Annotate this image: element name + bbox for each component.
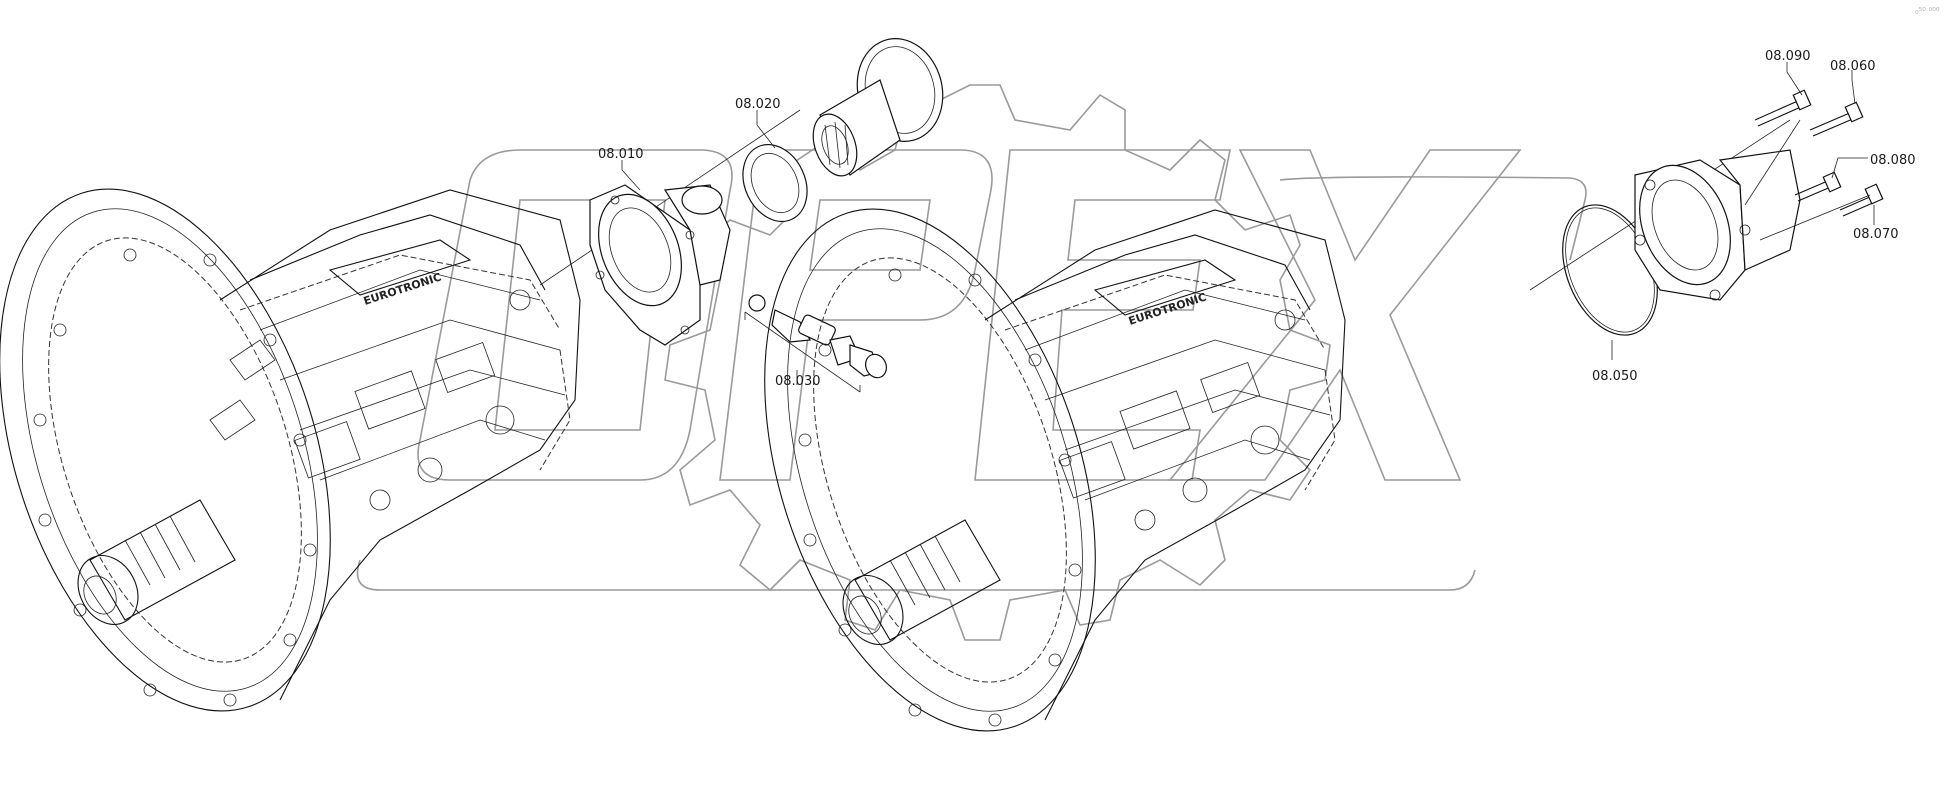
callout-08-030: 08.030 bbox=[775, 374, 821, 389]
part-08-020-seal bbox=[742, 143, 808, 223]
gearbox-left-drawing: EUROTRONIC bbox=[0, 188, 581, 712]
part-08-070-bolt bbox=[1839, 183, 1884, 217]
part-08-090-bolt bbox=[1754, 89, 1812, 127]
part-08-060-bolt bbox=[1809, 101, 1864, 137]
callout-08-050: 08.050 bbox=[1592, 369, 1638, 384]
part-08-080-bolt bbox=[1794, 171, 1842, 202]
callout-08-060: 08.060 bbox=[1830, 59, 1876, 74]
part-08-010-housing bbox=[589, 184, 731, 346]
part-rear-cover bbox=[1634, 149, 1801, 301]
callout-08-080: 08.080 bbox=[1870, 153, 1916, 168]
callout-08-010: 08.010 bbox=[598, 147, 644, 162]
callout-08-090: 08.090 bbox=[1765, 49, 1811, 64]
gearbox-right-drawing: EUROTRONIC bbox=[764, 208, 1346, 732]
watermark-logo bbox=[356, 84, 1587, 641]
corner-mark: ₀⁵⁰ ⁰⁰⁰ bbox=[1915, 7, 1940, 17]
svg-text:EUROTRONIC: EUROTRONIC bbox=[1127, 290, 1208, 327]
callout-08-070: 08.070 bbox=[1853, 227, 1899, 242]
callout-08-020: 08.020 bbox=[735, 97, 781, 112]
part-output-flange bbox=[812, 38, 944, 177]
svg-text:EUROTRONIC: EUROTRONIC bbox=[362, 270, 443, 307]
part-08-030-sensor bbox=[744, 294, 887, 393]
callout-leaders bbox=[621, 62, 1875, 385]
